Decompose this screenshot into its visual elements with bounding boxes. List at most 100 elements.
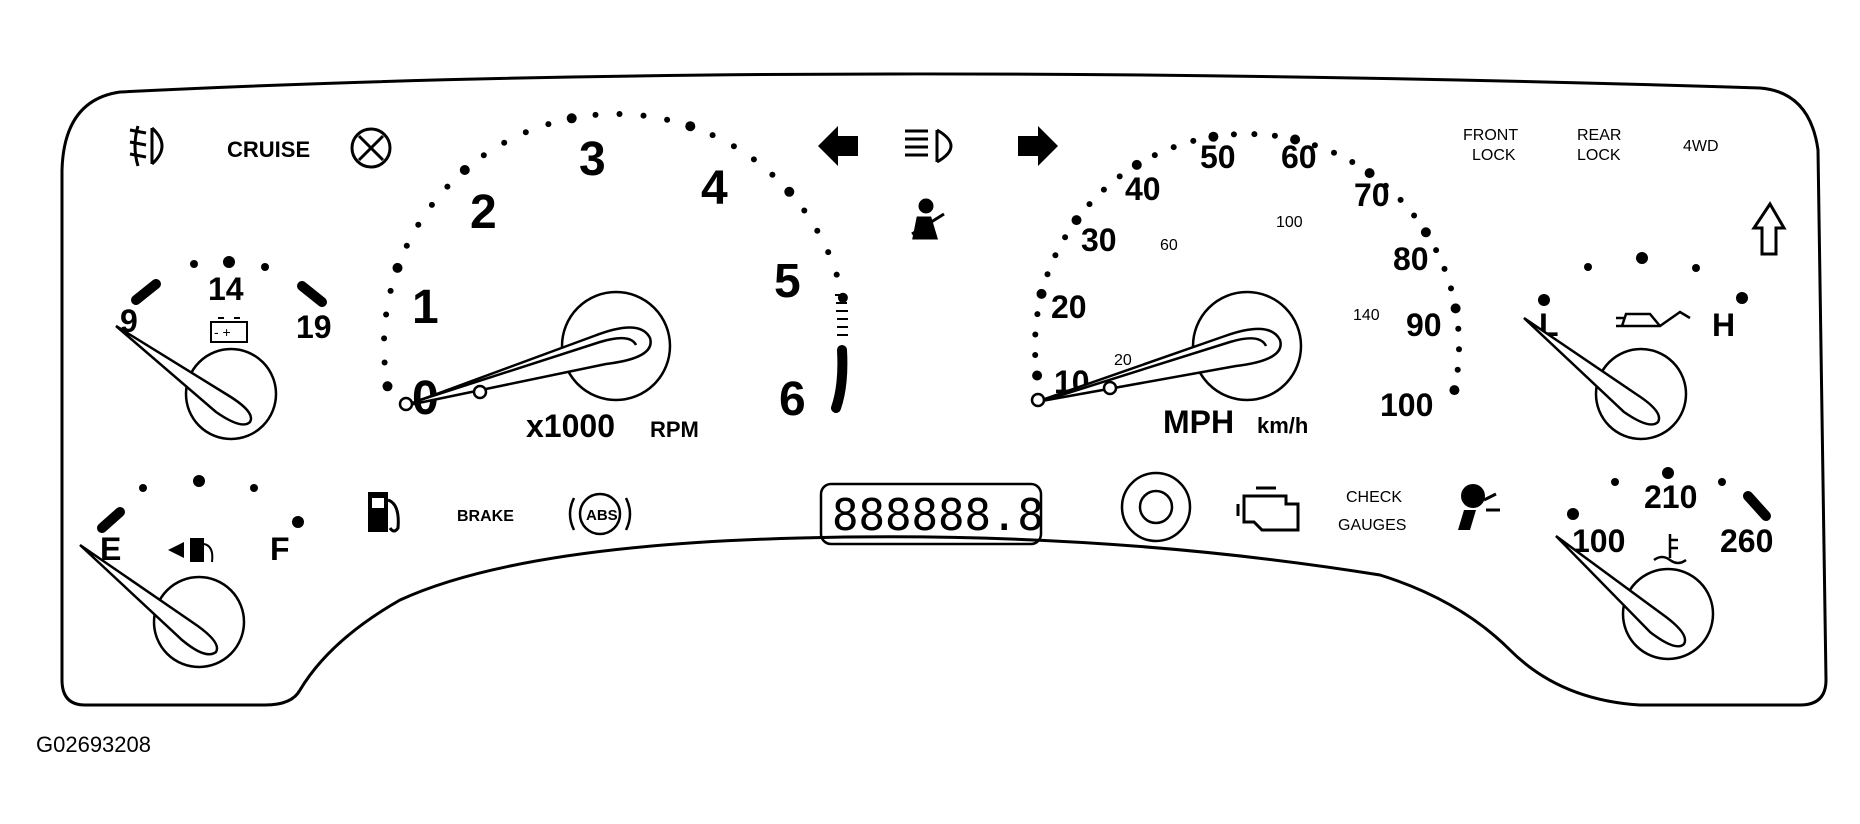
dial-tick (1032, 331, 1039, 338)
dial-tick (1071, 215, 1082, 226)
kmh-label-20: 20 (1114, 352, 1132, 369)
dial-tick (833, 271, 840, 278)
dial-tick (1062, 234, 1069, 241)
dial-tick (415, 221, 422, 228)
high-beam-icon (905, 128, 953, 164)
voltmeter: 9 14 19 - + (115, 256, 332, 441)
dial-tick (750, 156, 757, 163)
odometer-value: 888888.8 (832, 490, 1044, 541)
four-wd-indicator: 4WD (1683, 138, 1719, 155)
tach-unit-rpm: RPM (650, 417, 699, 442)
speed-needle (1030, 327, 1282, 408)
tach-label-2: 2 (470, 186, 497, 239)
mph-label-20: 20 (1051, 289, 1087, 325)
dial-tick (730, 143, 737, 150)
dial-tick (592, 111, 599, 118)
abs-icon: ABS (568, 492, 632, 536)
reset-button[interactable] (1120, 471, 1192, 543)
dial-tick (825, 249, 832, 256)
dial-tick (1456, 346, 1462, 353)
dial-tick (1034, 311, 1041, 318)
dial-tick (480, 152, 487, 159)
dial-tick (814, 227, 821, 234)
speed-unit-kmh: km/h (1257, 413, 1308, 438)
dial-tick (1349, 159, 1356, 165)
dial-tick (1411, 212, 1418, 219)
figure-id: G02693208 (36, 732, 151, 757)
dial-tick (392, 262, 403, 273)
dial-tick (522, 129, 529, 136)
dial-tick (769, 171, 776, 178)
dial-tick (1454, 366, 1461, 373)
volt-label-19: 19 (296, 309, 332, 345)
dial-tick (1450, 303, 1461, 314)
dial-tick (1032, 370, 1043, 381)
tach-label-5: 5 (774, 255, 801, 308)
dial-tick (383, 311, 390, 318)
check-gauges-line2: GAUGES (1338, 517, 1406, 534)
dial-tick (784, 186, 795, 197)
abs-indicator: ABS (586, 507, 618, 524)
volt-label-14: 14 (208, 271, 244, 307)
tach-redline (831, 294, 848, 413)
tach-label-1: 1 (412, 281, 439, 334)
fuel-icon (168, 538, 214, 563)
fuel-label-e: E (100, 531, 121, 567)
dial-tick (381, 335, 388, 342)
temp-gauge: 100 210 260 (1555, 467, 1773, 661)
volt-needle (115, 324, 253, 426)
battery-icon: - + (210, 317, 248, 343)
turn-left-arrow-icon (818, 126, 858, 166)
fuel-gauge: E F (79, 475, 304, 669)
check-gauges-line1: CHECK (1346, 489, 1402, 506)
oil-hub (1594, 347, 1688, 441)
dial-tick (1364, 168, 1375, 179)
mph-label-90: 90 (1406, 307, 1442, 343)
dial-tick (459, 165, 470, 175)
brake-indicator: BRAKE (457, 508, 514, 525)
dial-tick (1131, 159, 1142, 170)
kmh-label-60: 60 (1160, 237, 1178, 254)
seatbelt-icon (911, 198, 945, 240)
dial-tick (381, 359, 388, 366)
dial-tick (1100, 186, 1107, 193)
dial-tick (1170, 144, 1177, 151)
fuel-needle (79, 543, 219, 656)
oil-can-icon (1616, 310, 1691, 328)
dial-tick (801, 207, 808, 214)
fog-lamp-icon (129, 125, 164, 167)
volt-hub (184, 347, 278, 441)
turn-right-arrow-icon (1018, 126, 1058, 166)
svg-text:- +: - + (214, 324, 231, 340)
dial-tick (709, 132, 716, 139)
dial-tick (1382, 182, 1389, 189)
dial-tick (1116, 173, 1123, 180)
cruise-indicator: CRUISE (227, 137, 310, 162)
tachometer: 0 1 2 3 4 5 6 x1000 RPM (381, 111, 848, 444)
dial-tick (1290, 134, 1301, 145)
front-lock-line1: FRONT (1463, 127, 1518, 144)
dial-tick (1397, 196, 1404, 203)
fuel-pump-icon (368, 492, 400, 533)
dial-tick (566, 113, 577, 124)
dial-tick (1032, 352, 1039, 358)
mph-label-60: 60 (1281, 139, 1317, 175)
temp-label-210: 210 (1644, 479, 1697, 515)
odometer-display: 888888.8 (819, 482, 1044, 546)
dial-tick (1151, 152, 1158, 159)
dial-tick (387, 287, 394, 294)
tach-hub (560, 290, 672, 402)
dial-tick (1331, 149, 1337, 156)
kmh-label-100: 100 (1276, 214, 1303, 231)
dial-tick (1449, 385, 1460, 396)
circle-x-icon (350, 127, 392, 169)
mph-label-70: 70 (1354, 177, 1390, 213)
tach-label-4: 4 (701, 162, 728, 215)
speedometer: 10 20 30 40 50 60 70 80 90 100 20 60 100… (1030, 131, 1462, 440)
tach-label-6: 6 (779, 373, 806, 426)
dial-tick (1036, 288, 1047, 299)
dial-tick (1311, 142, 1318, 149)
dial-tick (640, 112, 647, 119)
rear-lock-line1: REAR (1577, 127, 1621, 144)
